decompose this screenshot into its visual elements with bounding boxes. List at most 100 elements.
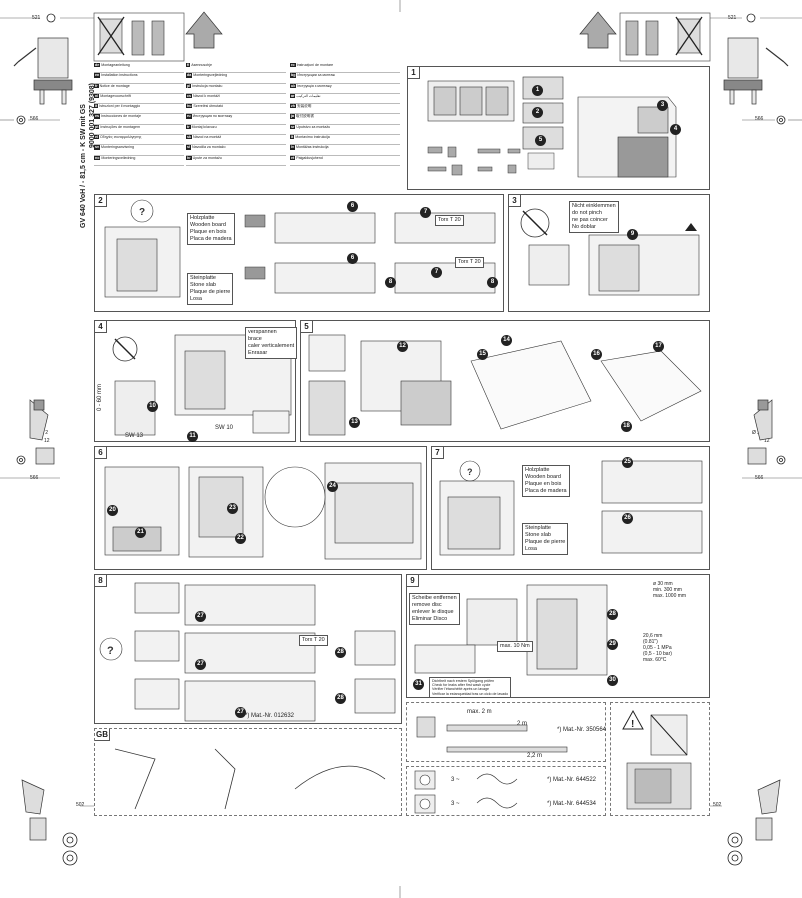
socket-a-label: 3 ~ bbox=[451, 777, 460, 783]
brace-fr: caler verticalement bbox=[248, 343, 295, 349]
language-title: Instrucţiuni de montare bbox=[296, 63, 334, 67]
callout-21: 21 bbox=[135, 527, 146, 538]
brace-de: verspannen bbox=[248, 329, 277, 335]
step-5-panel: 5 12 13 14 15 16 17 18 bbox=[300, 320, 710, 442]
callout-11: 11 bbox=[187, 431, 198, 442]
step-7-illustration: ? bbox=[439, 460, 703, 556]
language-title: Notice de montage bbox=[99, 83, 130, 88]
language-title: Instrucciones de montaje bbox=[101, 114, 141, 119]
callout-27b: 27 bbox=[195, 659, 206, 670]
side-title-model: GV 640 VoH / - 81,5 cm - K SW mit GS bbox=[80, 104, 87, 228]
language-title: Návod na montáž bbox=[193, 135, 222, 140]
step-3-panel: 3 Nicht einklemmen do not pinch ne pas c… bbox=[508, 194, 710, 312]
language-title: Paigaldusjuhend bbox=[296, 155, 323, 160]
wood-label-7: Holzplatte Wooden board Plaque en bois P… bbox=[522, 465, 570, 497]
gb-label: GB bbox=[95, 729, 110, 741]
callout-25: 25 bbox=[622, 457, 633, 468]
language-code-badge: da bbox=[186, 73, 193, 78]
callout-10: 10 bbox=[147, 401, 158, 412]
language-code-badge: cs bbox=[186, 93, 192, 99]
language-code-badge: lt bbox=[290, 135, 295, 140]
template-header-left bbox=[93, 12, 185, 62]
pressure-inch: (0.81") bbox=[643, 639, 658, 645]
callout-28: 28 bbox=[607, 609, 618, 620]
language-code-badge: zh bbox=[290, 104, 296, 109]
wood-label: Holzplatte Wooden board Plaque en bois P… bbox=[187, 213, 235, 245]
svg-text:?: ? bbox=[107, 645, 114, 657]
torx-label-8: Torx T 20 bbox=[299, 635, 328, 646]
language-title: Montāžas instrukcija bbox=[296, 145, 329, 150]
twelve-label-left: 12 bbox=[44, 438, 50, 444]
callout-17: 17 bbox=[653, 341, 664, 352]
margin-mark-bottom-right: 502 bbox=[713, 802, 722, 808]
torx-label-2: Torx T 20 bbox=[455, 257, 484, 268]
language-title: Инструкции за монтаж bbox=[297, 73, 335, 78]
language-code-badge: uk bbox=[290, 83, 297, 88]
callout-30: 30 bbox=[607, 675, 618, 686]
step-3-illustration bbox=[520, 208, 700, 296]
wood7-de: Holzplatte bbox=[525, 467, 550, 473]
mat-number-3: *) Mat.-Nr. 644534 bbox=[547, 801, 597, 807]
language-title: Montagevoorschrift bbox=[100, 93, 131, 98]
stone-label-de: Steinplatte bbox=[190, 275, 216, 281]
stone7-de: Steinplatte bbox=[525, 525, 551, 531]
step-6-illustration bbox=[104, 462, 422, 560]
language-code-badge: sr bbox=[290, 124, 296, 129]
no-pinch-fr: ne pas coincer bbox=[572, 217, 608, 223]
language-title: Monteringsanvisning bbox=[101, 145, 134, 150]
callout-27a: 27 bbox=[195, 611, 206, 622]
callout-23: 23 bbox=[227, 503, 238, 514]
callout-4: 4 bbox=[670, 124, 681, 135]
callout-31: 31 bbox=[413, 679, 424, 690]
language-code-badge: ru bbox=[186, 114, 192, 119]
callout-28a: 28 bbox=[335, 647, 346, 658]
step-9-illustration bbox=[414, 584, 608, 676]
dim-min300: min. 300 mm bbox=[653, 587, 682, 593]
language-title: 安装说明 bbox=[297, 104, 312, 109]
warning-panel: ! bbox=[610, 702, 710, 816]
stone-label-fr: Plaque de pierre bbox=[190, 289, 231, 295]
language-code-badge: ar bbox=[290, 93, 296, 99]
callout-18: 18 bbox=[621, 421, 632, 432]
callout-22: 22 bbox=[235, 533, 246, 544]
callout-6b: 6 bbox=[347, 253, 358, 264]
wood-label-fr: Plaque en bois bbox=[190, 229, 227, 235]
language-code-badge: tr bbox=[186, 124, 191, 129]
language-code-badge: lv bbox=[290, 145, 295, 150]
language-title: Інструкція з монтажу bbox=[297, 83, 332, 88]
step-9-dims: ø 30 mm min. 300 mm max. 1000 mm bbox=[653, 581, 686, 599]
language-title: Monteringsveiledning bbox=[101, 155, 136, 160]
brace-en: brace bbox=[248, 336, 262, 342]
margin-mark-bottom-left: 502 bbox=[76, 802, 85, 808]
step-number: 2 bbox=[95, 195, 107, 207]
language-code-badge: hr bbox=[186, 155, 192, 160]
language-code-badge: fr bbox=[94, 83, 99, 88]
callout-6: 6 bbox=[347, 201, 358, 212]
leak-check-de: Dichtheit nach erstem Spülgang prüfen bbox=[432, 679, 495, 683]
hose-max-label: max. 2 m bbox=[467, 709, 492, 715]
dia-label-right: Ø 2 bbox=[752, 430, 761, 436]
remove-disc-label: Scheibe entfernen remove disc enlever le… bbox=[409, 593, 460, 625]
pressure-temp: max. 60°C bbox=[643, 657, 667, 663]
language-code-badge: hu bbox=[186, 104, 193, 109]
socket-illustration bbox=[414, 770, 518, 814]
step-8-illustration: ? bbox=[99, 582, 396, 722]
svg-text:?: ? bbox=[139, 207, 145, 218]
step-number: 4 bbox=[95, 321, 107, 333]
pressure-bar: (0,5 - 10 bar) bbox=[643, 651, 672, 657]
